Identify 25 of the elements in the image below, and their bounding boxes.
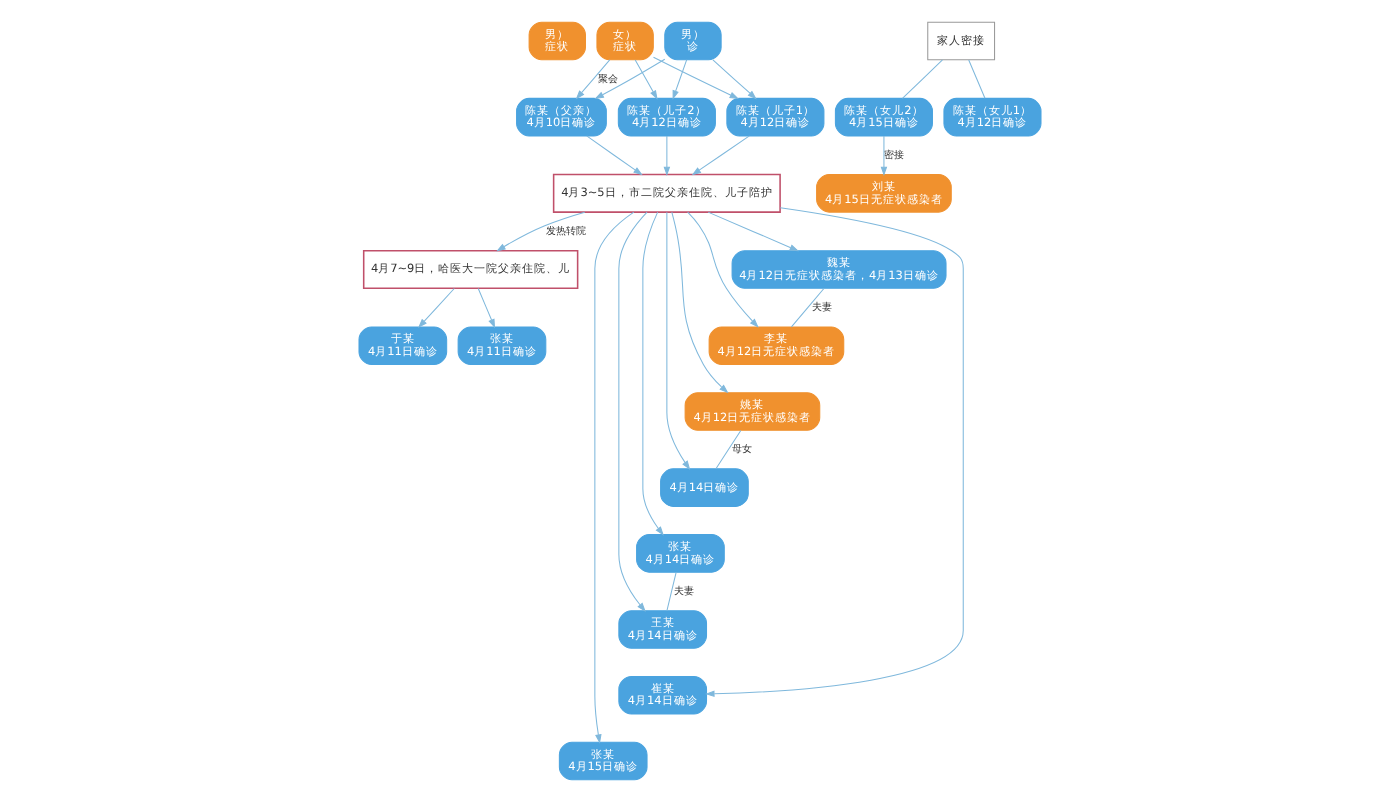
- arrow: [634, 58, 658, 99]
- arrow: [687, 210, 759, 327]
- arrow: [618, 210, 648, 611]
- connector: [715, 428, 742, 469]
- connector: [790, 286, 825, 327]
- connector: [666, 570, 677, 611]
- arrow: [663, 134, 671, 176]
- arrow: [691, 134, 750, 175]
- arrow: [671, 210, 729, 393]
- arrow: [477, 286, 496, 328]
- arrow: [666, 210, 691, 469]
- arrow: [707, 210, 799, 251]
- arrow: [712, 58, 757, 99]
- connector: [901, 58, 943, 98]
- arrow: [653, 55, 739, 98]
- arrow: [418, 286, 455, 328]
- arrow: [594, 210, 635, 743]
- arrow: [496, 210, 586, 251]
- arrow: [672, 58, 688, 99]
- arrow: [586, 134, 643, 175]
- connector: [968, 58, 986, 98]
- arrow: [575, 58, 611, 99]
- arrow: [642, 210, 664, 535]
- arrow: [594, 57, 666, 99]
- arrow: [880, 134, 888, 176]
